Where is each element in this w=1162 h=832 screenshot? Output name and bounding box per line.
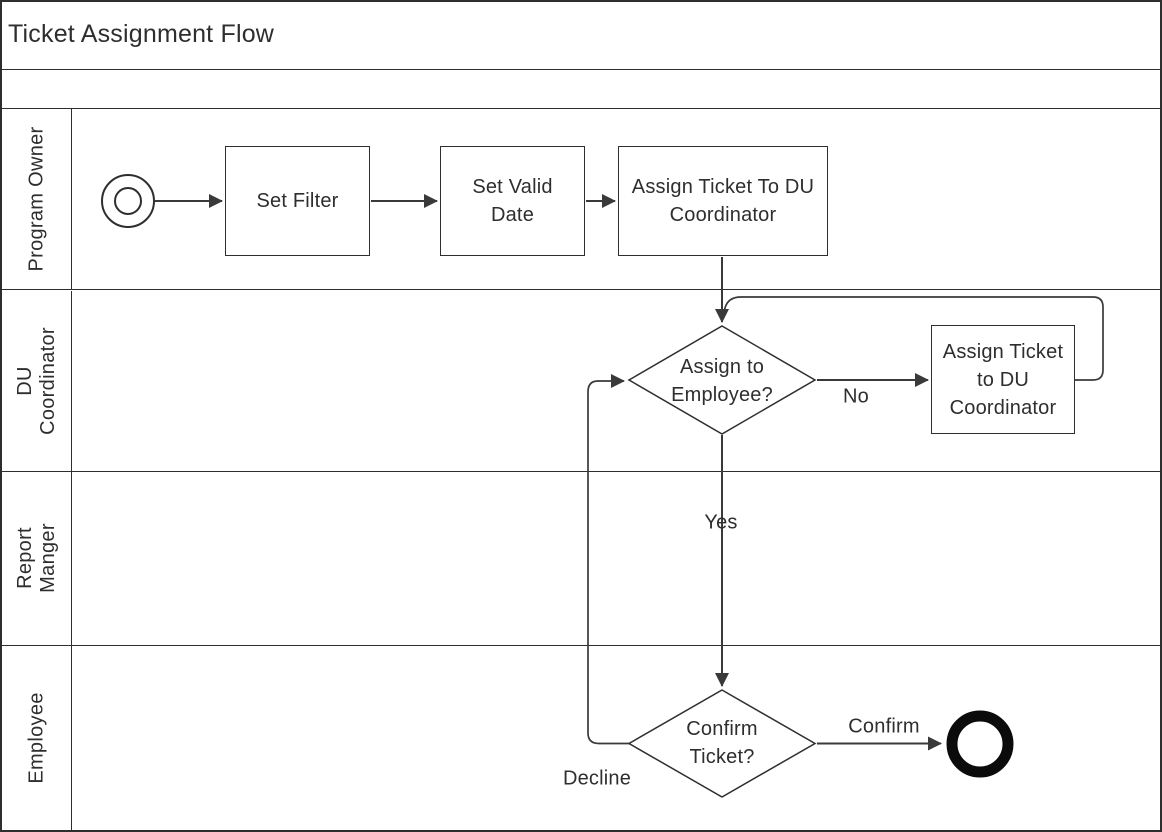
lane-label-cell-du-coordinator: DU Coordinator: [0, 290, 72, 471]
pool-subheader-row: [0, 70, 1162, 109]
lane-program-owner: Program Owner: [0, 109, 1162, 290]
task-set-filter-label: Set Filter: [256, 190, 339, 212]
edge-label-no: No: [843, 385, 869, 408]
lane-label-cell-employee: Employee: [0, 645, 72, 830]
gateway-assign-to-employee[interactable]: [627, 325, 817, 435]
lane-label-cell-program-owner: Program Owner: [0, 109, 72, 289]
gateway-confirm-ticket[interactable]: [627, 689, 817, 798]
task-assign-ticket-to-du-coordinator-2[interactable]: Assign Ticket to DU Coordinator: [931, 325, 1075, 434]
flow-loopback-to-decision: [722, 296, 1104, 381]
gateway-assign-to-employee-label: Assign to Employee?: [671, 356, 773, 406]
gateway-confirm-ticket-label: Confirm Ticket?: [686, 718, 758, 768]
flow-decline-to-decision: [587, 374, 631, 745]
start-event[interactable]: [101, 174, 155, 228]
task-set-valid-date-label: Set Valid Date: [472, 176, 553, 226]
lane-label-cell-report-manger: Report Manger: [0, 471, 72, 645]
edge-label-yes: Yes: [704, 511, 738, 534]
task-set-valid-date[interactable]: Set Valid Date: [440, 146, 585, 256]
pool-title-row: Ticket Assignment Flow: [0, 0, 1162, 70]
diagram-title: Ticket Assignment Flow: [8, 20, 275, 48]
task-assign-ticket-to-du-coordinator[interactable]: Assign Ticket To DU Coordinator: [618, 146, 828, 256]
end-event[interactable]: [946, 710, 1014, 778]
lane-employee: Employee: [0, 645, 1162, 830]
edge-label-decline: Decline: [562, 767, 632, 790]
lane-report-manger: Report Manger: [0, 471, 1162, 646]
edge-label-confirm: Confirm: [848, 715, 920, 738]
task-assign-ticket-to-du-coordinator-label: Assign Ticket To DU Coordinator: [631, 176, 815, 226]
task-set-filter[interactable]: Set Filter: [225, 146, 370, 256]
lane-du-coordinator: DU Coordinator: [0, 290, 1162, 472]
task-assign-ticket-to-du-coordinator-2-label: Assign Ticket to DU Coordinator: [942, 340, 1064, 419]
